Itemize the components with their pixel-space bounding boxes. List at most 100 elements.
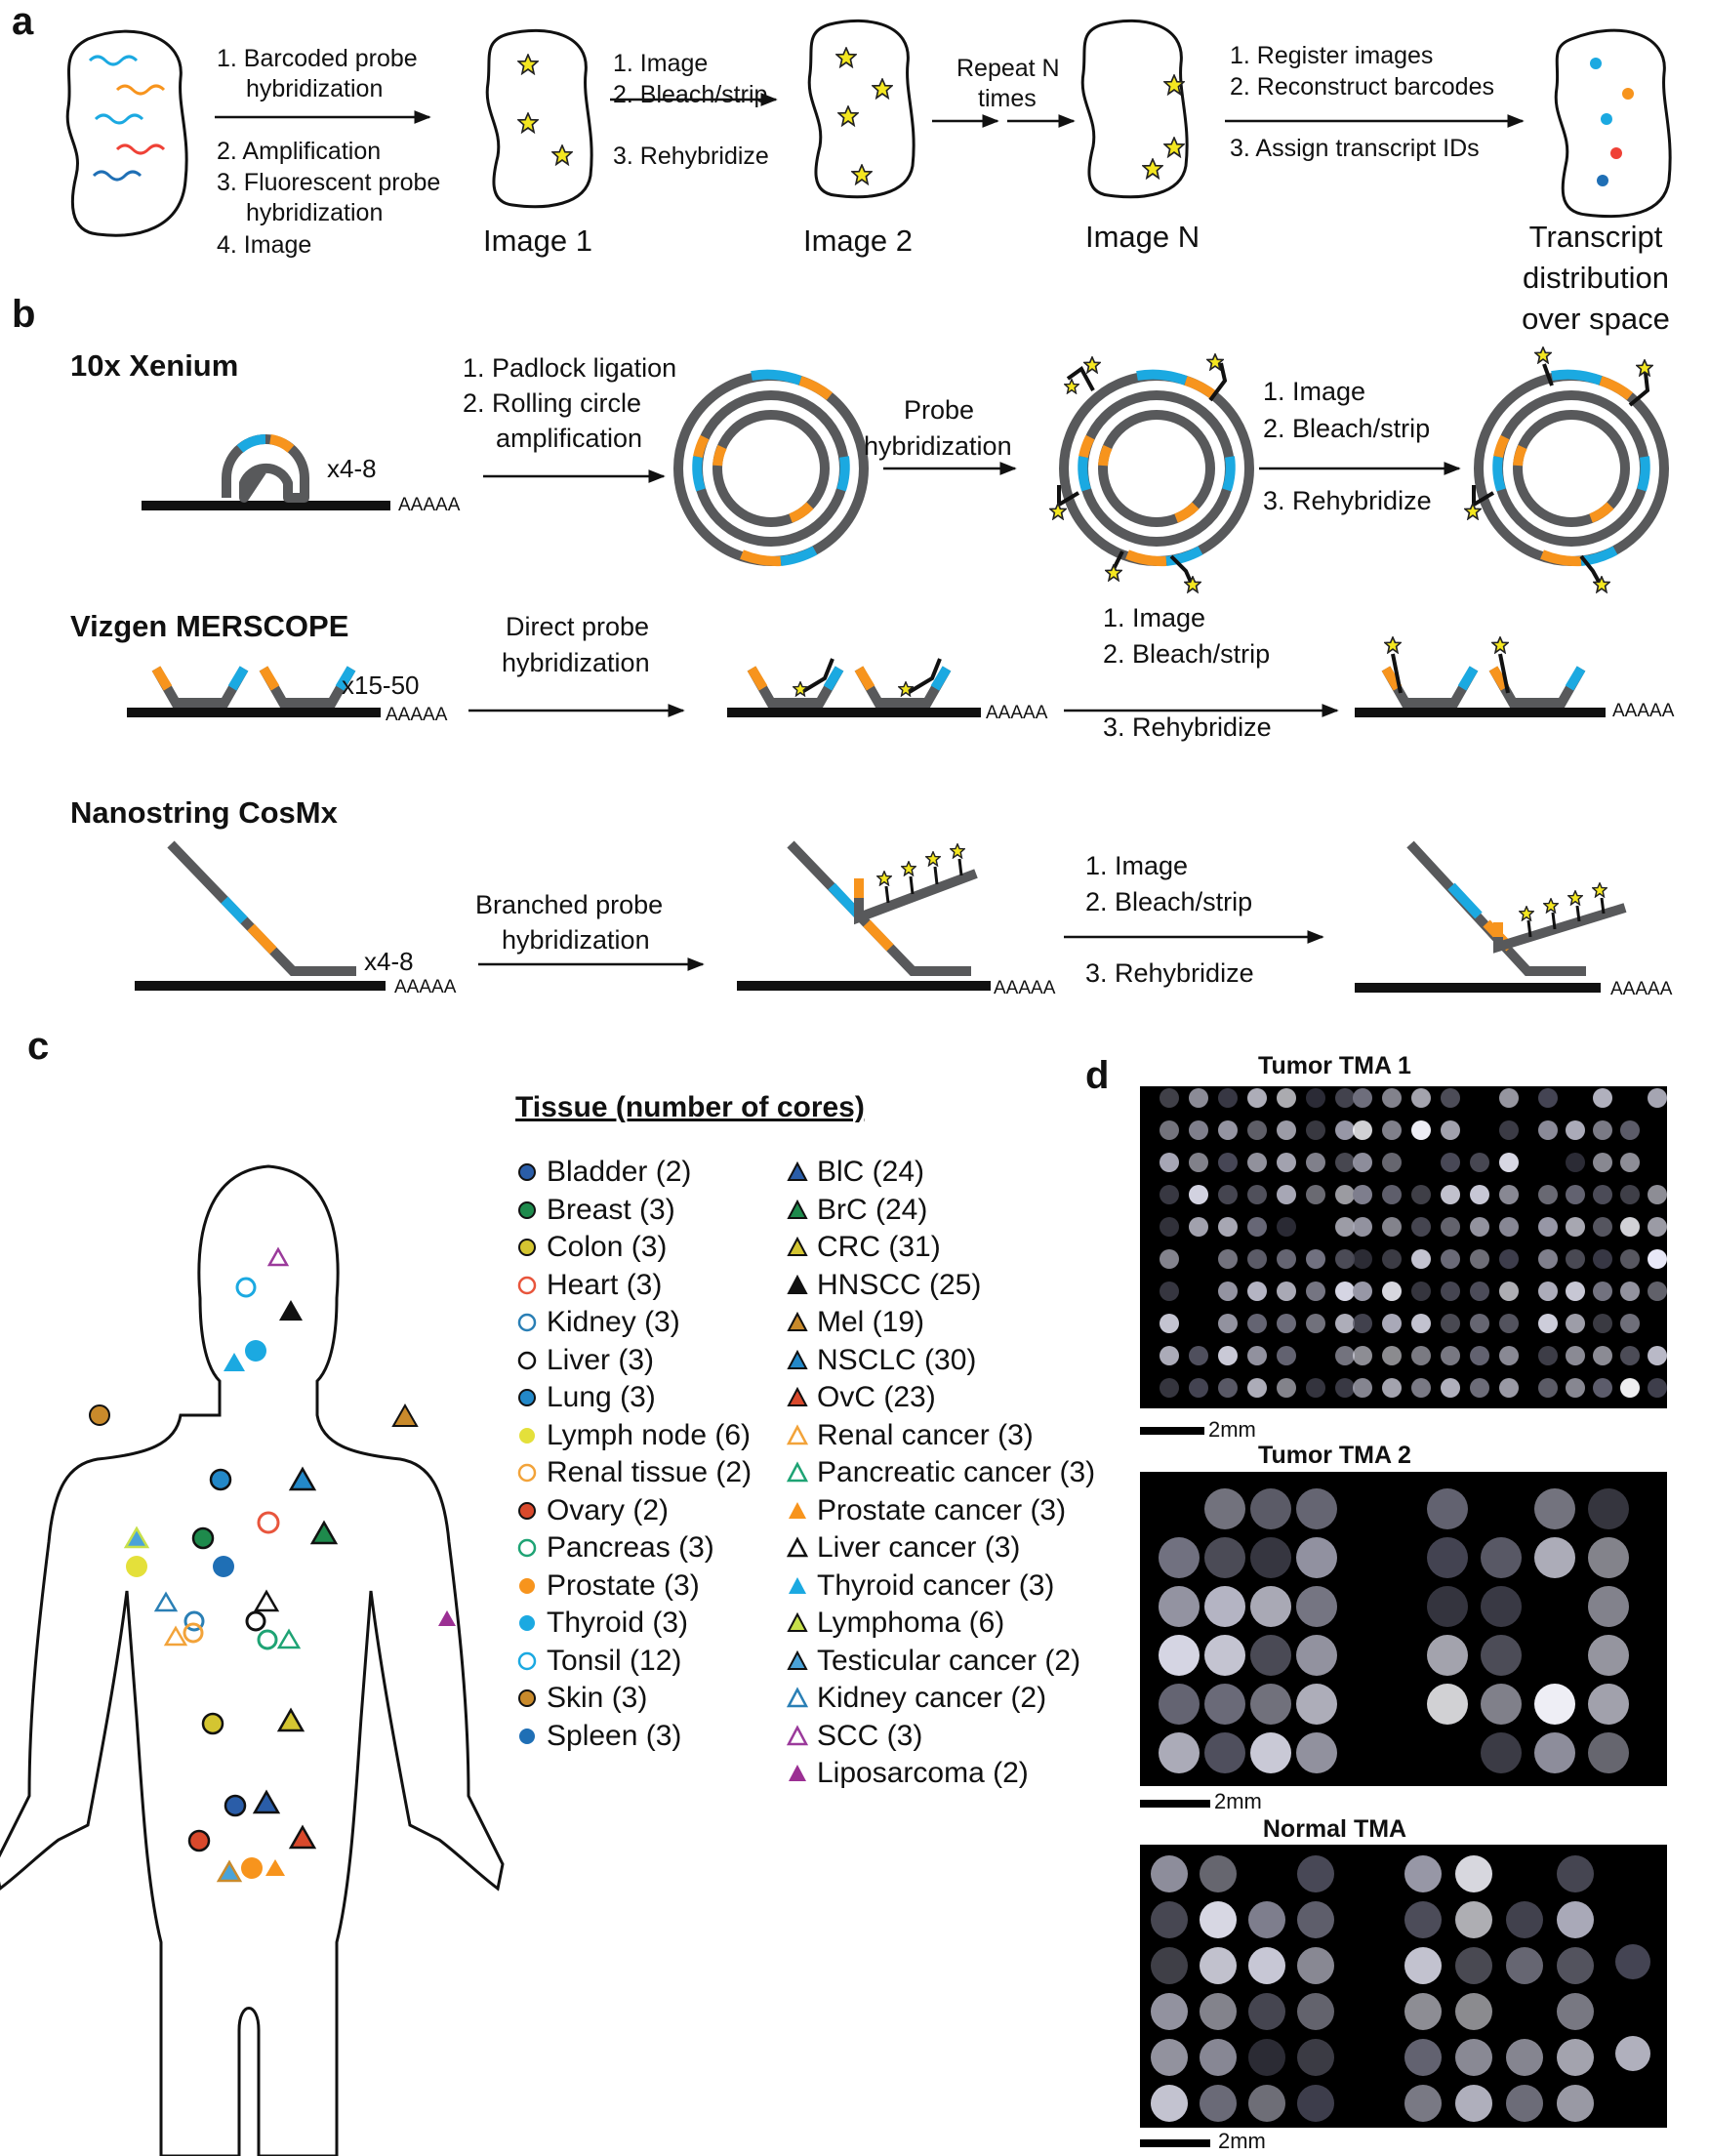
tma-core	[1538, 1120, 1558, 1140]
legend-label: Lung (3)	[547, 1381, 656, 1413]
circle-marker-icon	[517, 1314, 537, 1332]
tma1-scalebar	[1140, 1427, 1204, 1435]
tma-core	[1160, 1217, 1179, 1237]
a-step1-line2: hybridization	[246, 75, 384, 102]
tma-core	[1247, 1088, 1267, 1108]
tma-core	[1593, 1281, 1612, 1301]
tma-core	[1247, 1249, 1267, 1269]
imageN-outline	[1080, 19, 1189, 199]
tma-core	[1160, 1249, 1179, 1269]
tma-core	[1506, 1901, 1543, 1938]
tma-core	[1499, 1378, 1519, 1398]
tma-core	[1538, 1217, 1558, 1237]
tma-core	[1382, 1249, 1402, 1269]
normal-tma-title: Normal TMA	[1262, 1815, 1407, 1843]
tma-core	[1296, 1586, 1337, 1627]
tma-core	[1455, 1993, 1492, 2030]
tma-core	[1189, 1217, 1208, 1237]
cosmx-cycle-image: 1. Image	[1085, 851, 1189, 880]
cosmx-polya-2: AAAAA	[994, 978, 1056, 998]
tma-core	[1382, 1346, 1402, 1365]
xenium-cycle-rehybridize: 3. Rehybridize	[1263, 486, 1432, 515]
tma-core	[1470, 1249, 1489, 1269]
cosmx-cycle-bleach: 2. Bleach/strip	[1085, 887, 1253, 916]
circle-marker-icon	[517, 1351, 537, 1369]
tma-core	[1200, 2039, 1237, 2076]
tma-core	[1189, 1346, 1208, 1365]
tma-core	[1506, 2039, 1543, 2076]
tma-core	[1151, 1947, 1188, 1984]
xenium-rca-ring	[678, 375, 864, 561]
tma-core	[1204, 1586, 1245, 1627]
a-image1-label: Image 1	[483, 224, 593, 258]
tma-core	[1470, 1314, 1489, 1333]
legend-item: OvC (23)	[786, 1379, 1095, 1417]
legend-item: SCC (3)	[786, 1718, 1095, 1756]
merscope-polya: AAAAA	[386, 705, 448, 725]
merscope-polya-2: AAAAA	[986, 703, 1048, 723]
tma-core	[1566, 1281, 1585, 1301]
a-repeat-line1: Repeat N	[956, 55, 1060, 82]
legend-item: Renal cancer (3)	[786, 1417, 1095, 1455]
legend-item: Testicular cancer (2)	[786, 1643, 1095, 1681]
tma-core	[1204, 1732, 1245, 1773]
tma-core	[1335, 1185, 1355, 1204]
xenium-step1-line3: amplification	[496, 424, 643, 453]
legend-item: Ovary (2)	[515, 1492, 752, 1530]
a-step1-line3: 2. Amplification	[217, 138, 382, 165]
tma-core	[1335, 1120, 1355, 1140]
tma-core	[1277, 1185, 1296, 1204]
tma-core	[1247, 1281, 1267, 1301]
tma-core	[1218, 1249, 1238, 1269]
tma-core	[1250, 1635, 1291, 1676]
a-decode-line1: 1. Register images	[1230, 42, 1434, 69]
tma-core	[1277, 1217, 1296, 1237]
tma-core	[1593, 1314, 1612, 1333]
tma-core	[1620, 1153, 1640, 1172]
merscope-title: Vizgen MERSCOPE	[70, 609, 349, 643]
tma-core	[1277, 1281, 1296, 1301]
legend-label: Liver (3)	[547, 1343, 655, 1376]
legend-label: Spleen (3)	[547, 1719, 682, 1752]
legend-label: Prostate (3)	[547, 1568, 700, 1602]
legend-item: Lung (3)	[515, 1379, 752, 1417]
tma-core	[1411, 1217, 1431, 1237]
tma-core	[1566, 1314, 1585, 1333]
normal-tma-scale-label: 2mm	[1218, 2129, 1266, 2153]
tma-core	[1353, 1249, 1372, 1269]
tma-core	[1499, 1153, 1519, 1172]
legend-label: Pancreas (3)	[547, 1531, 714, 1564]
tma-core	[1353, 1217, 1372, 1237]
circle-marker-icon	[518, 1163, 536, 1182]
tma-core	[1306, 1249, 1325, 1269]
tma-core	[1411, 1346, 1431, 1365]
tma-core	[1159, 1586, 1200, 1627]
legend-label: Prostate cancer (3)	[817, 1493, 1067, 1526]
legend-item: Colon (3)	[515, 1229, 752, 1267]
tma-core	[1470, 1378, 1489, 1398]
xenium-cycle-bleach: 2. Bleach/strip	[1263, 414, 1431, 443]
legend-label: Thyroid (3)	[547, 1607, 689, 1639]
triangle-marker-icon	[787, 1612, 808, 1633]
panel-a-workflow	[65, 19, 1672, 237]
tma-core	[1538, 1088, 1558, 1108]
tma-core	[1441, 1378, 1460, 1398]
tma-core	[1557, 1993, 1594, 2030]
tma-core	[1189, 1153, 1208, 1172]
tma-core	[1306, 1185, 1325, 1204]
tma-core	[1441, 1314, 1460, 1333]
tma-core	[1648, 1378, 1667, 1398]
tma-core	[1566, 1249, 1585, 1269]
legend-item: Pancreatic cancer (3)	[786, 1454, 1095, 1492]
merscope-hybridized	[747, 658, 952, 708]
legend-label: HNSCC (25)	[817, 1268, 982, 1301]
tma-core	[1382, 1378, 1402, 1398]
a-cycle-bleach: 2. Bleach/strip	[613, 81, 768, 108]
tma-core	[1335, 1346, 1355, 1365]
triangle-marker-icon	[787, 1349, 808, 1369]
legend-label: CRC (31)	[817, 1231, 941, 1263]
tma-core	[1538, 1378, 1558, 1398]
tma-core	[1306, 1314, 1325, 1333]
tma-core	[1427, 1537, 1468, 1578]
legend-item: Tonsil (12)	[515, 1643, 752, 1681]
